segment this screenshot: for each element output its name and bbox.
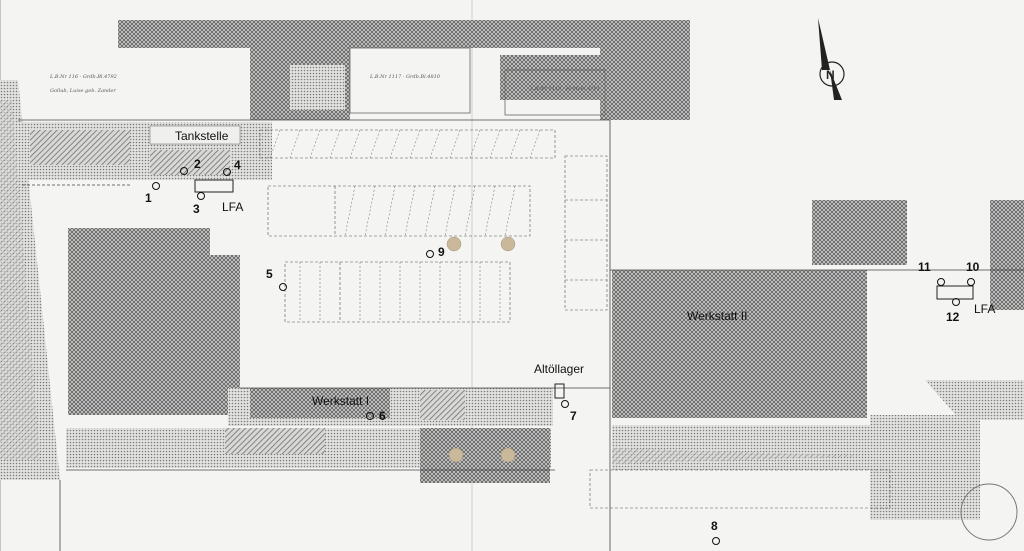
- point-11-marker[interactable]: [937, 278, 945, 286]
- top-buildings: L.B.Nr 116 · Grdb.Bl.4792 Gollub, Luise …: [49, 20, 690, 120]
- point-1-label: 1: [145, 191, 152, 205]
- sampling-points: [152, 167, 975, 545]
- point-10-label: 10: [966, 260, 980, 274]
- tankstelle-label: Tankstelle: [175, 129, 229, 143]
- point-7-label: 7: [570, 409, 577, 423]
- left-large-building: [68, 228, 240, 415]
- point-1-marker[interactable]: [152, 182, 160, 190]
- point-4-label: 4: [234, 158, 241, 172]
- point-7-marker[interactable]: [561, 400, 569, 408]
- point-8-marker[interactable]: [712, 537, 720, 545]
- point-5-marker[interactable]: [279, 283, 287, 291]
- werkstatt-2-building: [612, 200, 1024, 520]
- point-2-label: 2: [194, 157, 201, 171]
- tankstelle-block: [22, 122, 272, 180]
- point-3-marker[interactable]: [197, 192, 205, 200]
- point-3-label: 3: [193, 202, 200, 216]
- parking-stalls: [269, 129, 541, 322]
- point-10-marker[interactable]: [967, 278, 975, 286]
- lfa-left-label: LFA: [222, 200, 243, 214]
- lfa-left-box: [194, 179, 234, 193]
- point-5-label: 5: [266, 267, 273, 281]
- werkstatt-1-building: [228, 388, 553, 426]
- point-6-marker[interactable]: [366, 412, 374, 420]
- svg-text:L.B.Nr 1117 · Grdb.Bl.4810: L.B.Nr 1117 · Grdb.Bl.4810: [369, 74, 441, 80]
- north-arrow-icon: N: [818, 18, 845, 100]
- point-9-label: 9: [438, 245, 445, 259]
- point-12-label: 12: [946, 310, 960, 324]
- pin-marks: [446, 236, 516, 463]
- werkstatt-1-label: Werkstatt I: [312, 394, 369, 408]
- point-8-label: 8: [711, 519, 718, 533]
- north-label: N: [826, 68, 835, 82]
- altoellager-label: Altöllager: [534, 362, 584, 376]
- parking-areas: [259, 129, 891, 509]
- werkstatt-2-label: Werkstatt II: [687, 309, 747, 323]
- lfa-right-label: LFA: [974, 302, 995, 316]
- property-lines: [18, 119, 1024, 551]
- point-11-label: 11: [918, 260, 931, 274]
- point-2-marker[interactable]: [180, 167, 188, 175]
- svg-text:L.B.Nr 116 · Grdb.Bl.4792: L.B.Nr 116 · Grdb.Bl.4792: [49, 74, 117, 80]
- svg-text:L.B.Nr 1119 · Grdb.Bl.4791: L.B.Nr 1119 · Grdb.Bl.4791: [529, 86, 600, 92]
- point-12-marker[interactable]: [952, 298, 960, 306]
- point-4-marker[interactable]: [223, 168, 231, 176]
- altoellager-box: [554, 383, 565, 399]
- dwj-stamp-logo: [960, 483, 1018, 541]
- point-9-marker[interactable]: [426, 250, 434, 258]
- svg-text:Gollub, Luise geb. Zander: Gollub, Luise geb. Zander: [50, 88, 116, 94]
- point-6-label: 6: [379, 409, 386, 423]
